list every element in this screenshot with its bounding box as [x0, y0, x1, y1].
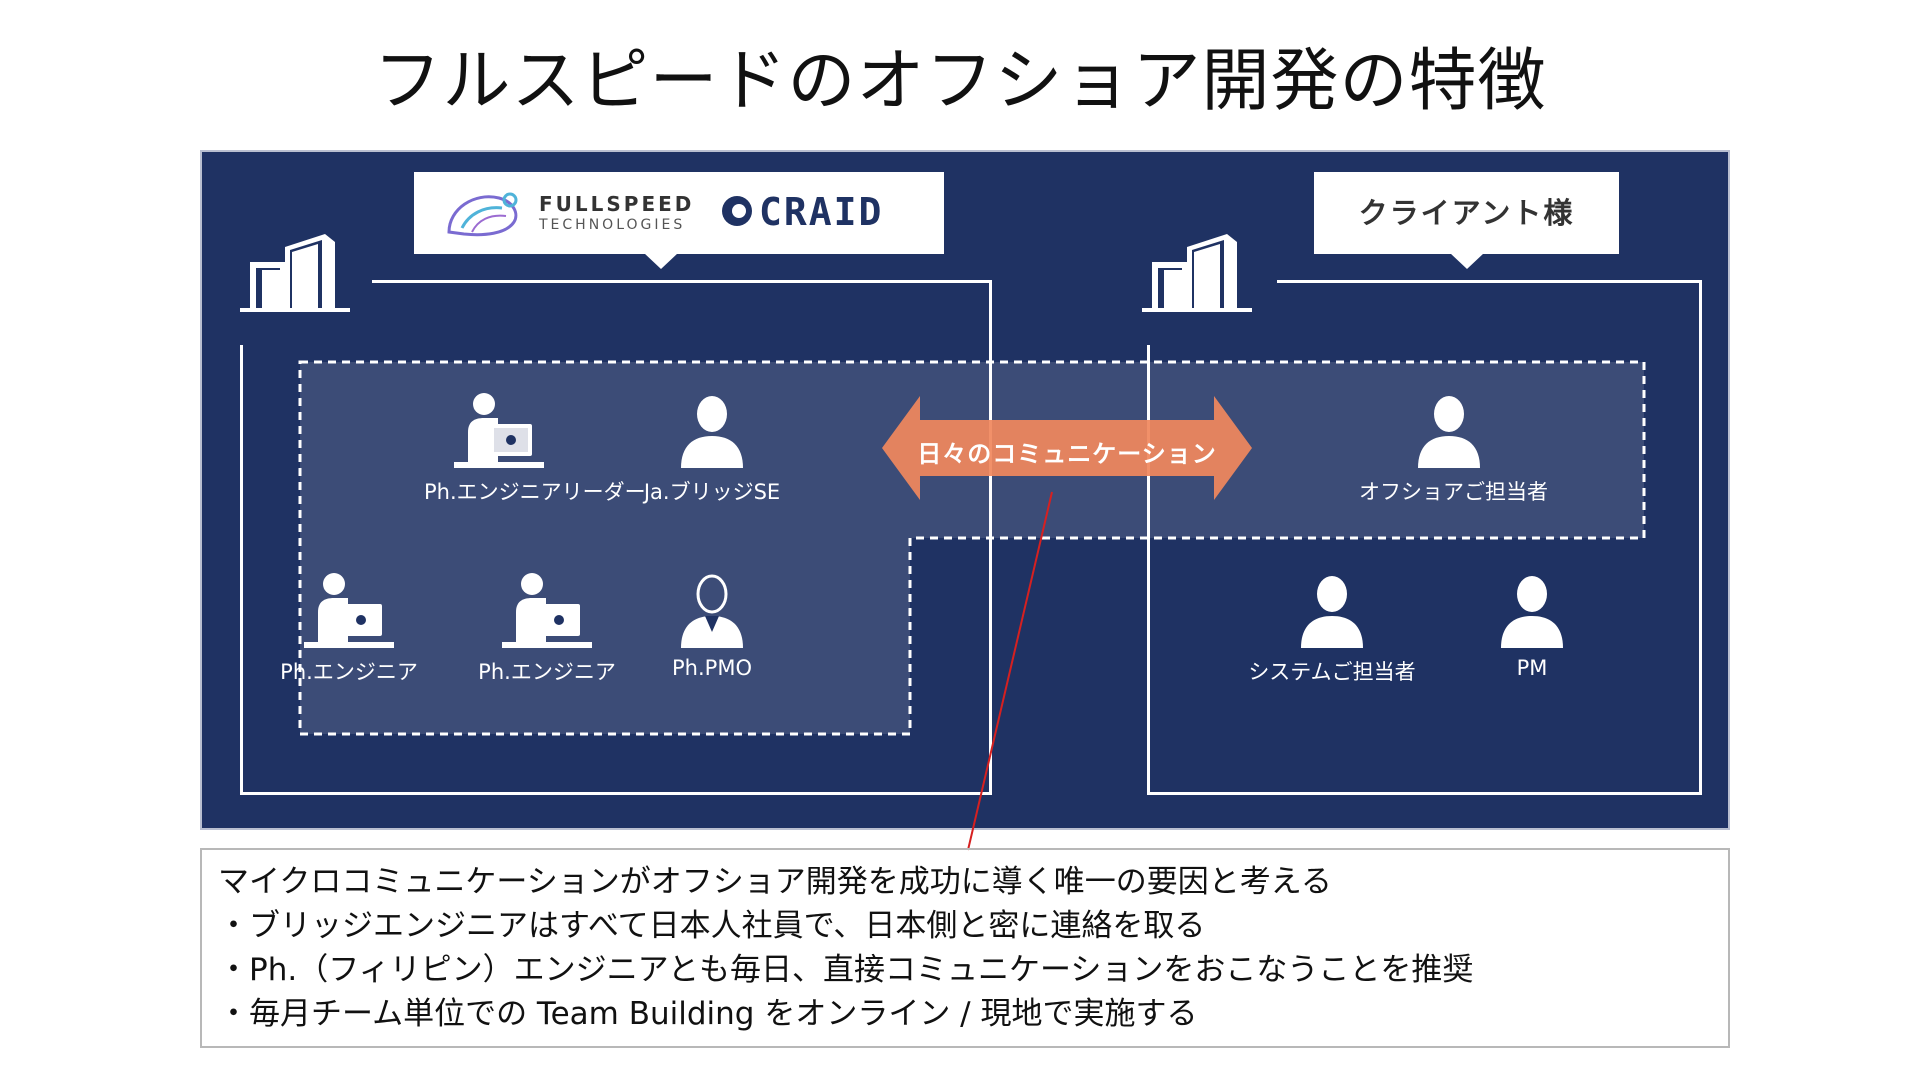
building-icon: [1142, 234, 1252, 312]
person-label: Ja.ブリッジSE: [643, 480, 781, 504]
engineer-laptop-icon: [502, 573, 592, 648]
right-frame-left: [1147, 345, 1150, 795]
person-icon: [1301, 576, 1363, 648]
person-ph-engineer-2: Ph.エンジニア: [472, 572, 622, 686]
building-icon: [240, 234, 350, 312]
note-line: ・毎月チーム単位での Team Building をオンライン / 現地で実施す…: [218, 996, 1198, 1032]
person-pm: PM: [1457, 572, 1607, 680]
person-icon: [681, 396, 743, 468]
communication-arrow-label: 日々のコミュニケーション: [917, 440, 1217, 468]
person-label: システムご担当者: [1248, 660, 1416, 684]
person-ja-bridge-se: Ja.ブリッジSE: [637, 392, 787, 506]
diagram-panel: FULLSPEED TECHNOLOGIES CRAID クライアント様 Ph.…: [200, 150, 1730, 830]
client-label: クライアント様: [1358, 196, 1575, 230]
person-label: Ph.エンジニア: [280, 660, 418, 684]
left-frame-left: [240, 345, 243, 795]
company-logo-box: FULLSPEED TECHNOLOGIES CRAID: [414, 172, 944, 269]
person-ph-pmo: Ph.PMO: [637, 572, 787, 680]
person-label: Ph.エンジニア: [478, 660, 616, 684]
fullspeed-logo-text: FULLSPEED: [539, 192, 695, 216]
left-frame-top: [372, 280, 992, 283]
team-region: [298, 360, 1646, 736]
turtle-logo-icon: [447, 192, 518, 237]
technologies-logo-text: TECHNOLOGIES: [539, 217, 686, 233]
right-frame-right: [1699, 280, 1702, 795]
craid-logo-icon-cut: [732, 204, 746, 218]
right-frame-bottom: [1147, 792, 1702, 795]
communication-arrow: [882, 396, 1252, 500]
person-label: オフショアご担当者: [1359, 480, 1548, 504]
notes-box: マイクロコミュニケーションがオフショア開発を成功に導く唯一の要因と考える ・ブリ…: [200, 848, 1730, 1048]
person-icon: [1501, 576, 1563, 648]
person-label: Ph.PMO: [672, 656, 752, 680]
left-frame-bottom: [240, 792, 992, 795]
note-line: ・ブリッジエンジニアはすべて日本人社員で、日本側と密に連絡を取る: [218, 908, 1206, 944]
engineer-laptop-icon: [304, 573, 394, 648]
craid-logo-text: CRAID: [759, 190, 884, 234]
right-frame-top: [1277, 280, 1702, 283]
note-line: マイクロコミュニケーションがオフショア開発を成功に導く唯一の要因と考える: [218, 864, 1332, 900]
engineer-laptop-icon: [454, 393, 544, 468]
page-title: フルスピードのオフショア開発の特徴: [373, 42, 1547, 121]
person-ph-engineer-1: Ph.エンジニア: [274, 572, 424, 686]
client-label-box: クライアント様: [1314, 172, 1619, 269]
person-label: PM: [1516, 656, 1548, 680]
person-icon: [1418, 396, 1480, 468]
person-suit-icon: [681, 574, 743, 648]
person-system-manager: システムご担当者: [1242, 572, 1422, 686]
person-offshore-manager: オフショアご担当者: [1359, 392, 1548, 506]
note-line: ・Ph.（フィリピン）エンジニアとも毎日、直接コミュニケーションをおこなうことを…: [218, 952, 1474, 988]
